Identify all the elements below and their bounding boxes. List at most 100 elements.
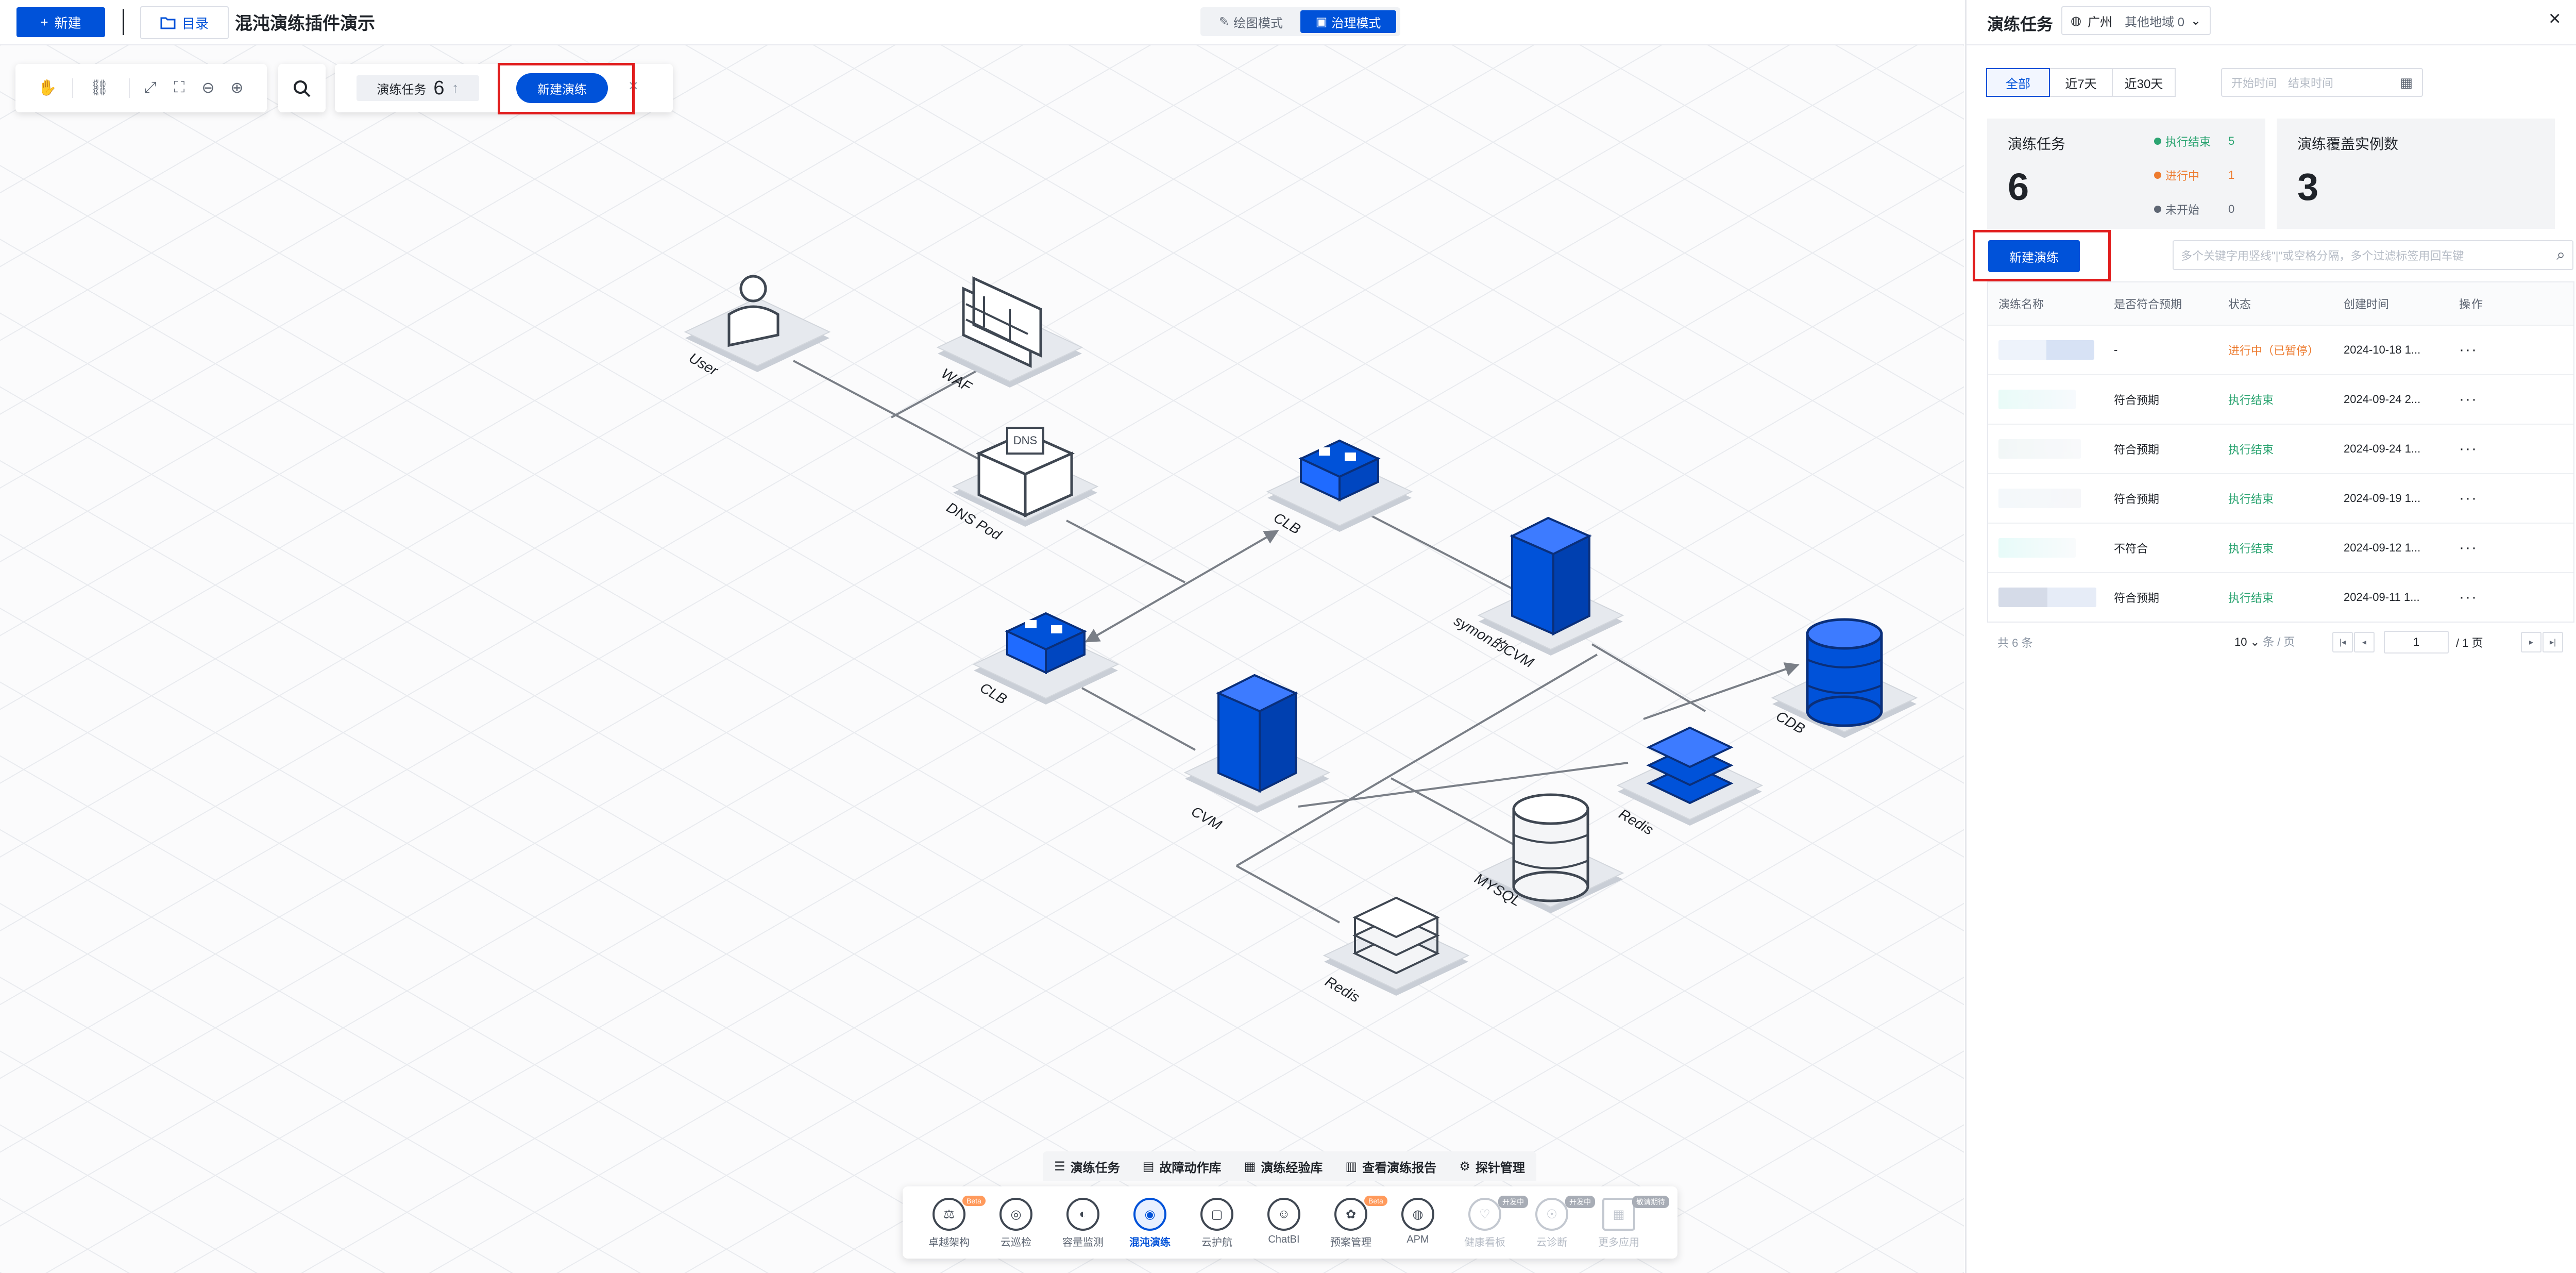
task-name-redacted[interactable]: [1998, 326, 2102, 374]
last-page-icon[interactable]: ▸|: [2543, 632, 2563, 652]
dock-item-architecture[interactable]: ⚖Beta 卓越架构: [918, 1193, 986, 1254]
zoom-out-icon[interactable]: ⊖: [201, 79, 215, 96]
dock-item-chaos-drill[interactable]: ◉ 混沌演练: [1119, 1193, 1181, 1254]
new-drill-button[interactable]: 新建演练: [1988, 240, 2080, 272]
table-row[interactable]: 符合预期 执行结束 2024-09-24 2... ···: [1988, 375, 2573, 425]
prev-page-icon[interactable]: ◂: [2354, 632, 2375, 652]
dock-item-apm[interactable]: ◍ APM: [1387, 1193, 1449, 1254]
task-name-redacted[interactable]: [1998, 573, 2102, 622]
more-icon[interactable]: ···: [2459, 539, 2478, 556]
arrow-up-icon: ↑: [451, 80, 459, 96]
fit-screen-icon[interactable]: ⤢: [144, 79, 157, 96]
draw-mode-button[interactable]: ✎ 绘图模式: [1218, 14, 1283, 30]
end-time-field[interactable]: 结束时间: [2288, 77, 2334, 90]
mode-switch: ✎ 绘图模式 ▣ 治理模式: [1200, 7, 1400, 36]
page-size-select[interactable]: 10 ⌄ 条 / 页: [2234, 635, 2295, 648]
tab-fault-library[interactable]: ▤故障动作库: [1142, 1159, 1222, 1175]
task-name-redacted[interactable]: [1998, 425, 2102, 473]
node-redis-right[interactable]: [1617, 726, 1762, 826]
capacity-icon: ◐: [1066, 1198, 1099, 1231]
table-header: 演练名称 是否符合预期 状态 创建时间 操作: [1988, 282, 2573, 326]
hand-icon[interactable]: ✋: [38, 79, 57, 96]
dock-item-more-apps[interactable]: ▦敬请期待 更多应用: [1588, 1193, 1669, 1254]
zoom-in-icon[interactable]: ⊕: [230, 79, 244, 96]
list-icon: ☰: [1054, 1159, 1065, 1174]
range-all[interactable]: 全部: [1986, 68, 2050, 97]
node-redis-bottom[interactable]: [1324, 896, 1469, 996]
canvas-search-button[interactable]: [278, 64, 326, 112]
start-time-field[interactable]: 开始时间: [2231, 77, 2277, 90]
escort-icon: ▢: [1200, 1198, 1233, 1231]
next-page-icon[interactable]: ▸: [2521, 632, 2541, 652]
dock-item-capacity[interactable]: ◐ 容量监测: [1052, 1193, 1114, 1254]
task-stats-card: 演练任务 6 执行结束 5 进行中 1 未开始 0: [1987, 119, 2265, 229]
task-name-redacted[interactable]: [1998, 375, 2102, 424]
table-row[interactable]: 符合预期 执行结束 2024-09-11 1... ···: [1988, 573, 2573, 622]
tab-experience-library[interactable]: ▦演练经验库: [1244, 1159, 1323, 1175]
node-cdb[interactable]: [1772, 618, 1917, 739]
directory-button[interactable]: 目录: [140, 6, 229, 39]
node-user[interactable]: [685, 275, 830, 373]
calendar-icon: ▦: [2400, 74, 2413, 90]
new-drill-button[interactable]: 新建演练: [516, 73, 608, 103]
table-row[interactable]: 符合预期 执行结束 2024-09-24 1... ···: [1988, 425, 2573, 474]
status-dot: [2154, 138, 2161, 145]
link-icon[interactable]: ⛓: [89, 79, 109, 96]
page-input[interactable]: 1: [2384, 631, 2449, 654]
search-input[interactable]: 多个关键字用竖线"|"或空格分隔，多个过滤标签用回车键 ⌕: [2173, 240, 2573, 270]
node-cvm[interactable]: [1184, 674, 1330, 813]
node-waf[interactable]: [937, 276, 1082, 388]
architecture-icon: ⚖Beta: [933, 1196, 986, 1231]
close-icon[interactable]: ×: [2549, 7, 2561, 30]
stack-icon: [1646, 726, 1734, 805]
range-7-days[interactable]: 近7天: [2049, 68, 2113, 97]
dock-item-health[interactable]: ♡开发中 健康看板: [1454, 1193, 1528, 1254]
dock-item-plan[interactable]: ✿Beta 预案管理: [1320, 1193, 1387, 1254]
date-range-picker[interactable]: 开始时间 结束时间 ▦: [2221, 68, 2423, 97]
status-badge: 进行中（已暂停）: [2228, 344, 2319, 357]
dock-item-inspection[interactable]: ◎ 云巡检: [985, 1193, 1047, 1254]
node-symon-cvm[interactable]: [1478, 516, 1623, 656]
table-row[interactable]: - 进行中（已暂停） 2024-10-18 1... ···: [1988, 326, 2573, 375]
fullscreen-icon[interactable]: ⛶: [174, 79, 185, 96]
table-row[interactable]: 符合预期 执行结束 2024-09-19 1... ···: [1988, 474, 2573, 524]
architecture-canvas[interactable]: DNS: [0, 45, 1964, 1273]
range-30-days[interactable]: 近30天: [2112, 68, 2176, 97]
apps-grid-icon: ▦敬请期待: [1602, 1196, 1669, 1231]
dock-item-chatbi[interactable]: ☺ ChatBI: [1253, 1193, 1315, 1254]
node-mysql[interactable]: [1478, 793, 1623, 914]
top-bar: + 新建 目录 混沌演练插件演示 ✎ 绘图模式 ▣ 治理模式: [0, 0, 1964, 45]
dock-item-diagnosis[interactable]: ☉开发中 云诊断: [1521, 1193, 1595, 1254]
diagnosis-icon: ☉开发中: [1535, 1196, 1595, 1231]
first-page-icon[interactable]: |◂: [2332, 632, 2353, 652]
node-clb-top[interactable]: [1267, 439, 1412, 532]
table-row[interactable]: 不符合 执行结束 2024-09-12 1... ···: [1988, 524, 2573, 573]
governance-mode-button[interactable]: ▣ 治理模式: [1300, 10, 1396, 33]
node-dns-pod[interactable]: DNS: [953, 427, 1098, 527]
legend-finished: 执行结束 5: [2154, 133, 2234, 149]
more-icon[interactable]: ···: [2459, 391, 2478, 408]
health-icon: ♡开发中: [1468, 1196, 1528, 1231]
tab-drill-report[interactable]: ▥查看演练报告: [1345, 1159, 1437, 1175]
tab-probe-management[interactable]: ⚙探针管理: [1459, 1159, 1525, 1175]
more-icon[interactable]: ···: [2459, 440, 2478, 457]
highlight-box: [1973, 230, 2111, 281]
library-icon: ▤: [1142, 1159, 1155, 1174]
load-balancer-icon: [1005, 612, 1087, 675]
divider: [1967, 44, 2576, 45]
task-name-redacted[interactable]: [1998, 474, 2102, 523]
dns-box-icon: DNS: [975, 427, 1075, 517]
task-name-redacted[interactable]: [1998, 524, 2102, 572]
node-clb-bottom[interactable]: [973, 612, 1118, 705]
tab-drill-tasks[interactable]: ☰演练任务: [1054, 1159, 1120, 1175]
region-select[interactable]: ◍ 广州 其他地域 0 ⌄: [2061, 6, 2211, 35]
dns-label: DNS: [1013, 434, 1037, 447]
drill-tasks-toggle[interactable]: 演练任务 6 ↑: [357, 75, 479, 101]
dock-item-escort[interactable]: ▢ 云护航: [1186, 1193, 1248, 1254]
new-button[interactable]: + 新建: [16, 7, 105, 37]
divider: [72, 78, 73, 98]
status-badge: 执行结束: [2228, 542, 2274, 555]
more-icon[interactable]: ···: [2459, 490, 2478, 507]
more-icon[interactable]: ···: [2459, 589, 2478, 606]
more-icon[interactable]: ···: [2459, 341, 2478, 358]
